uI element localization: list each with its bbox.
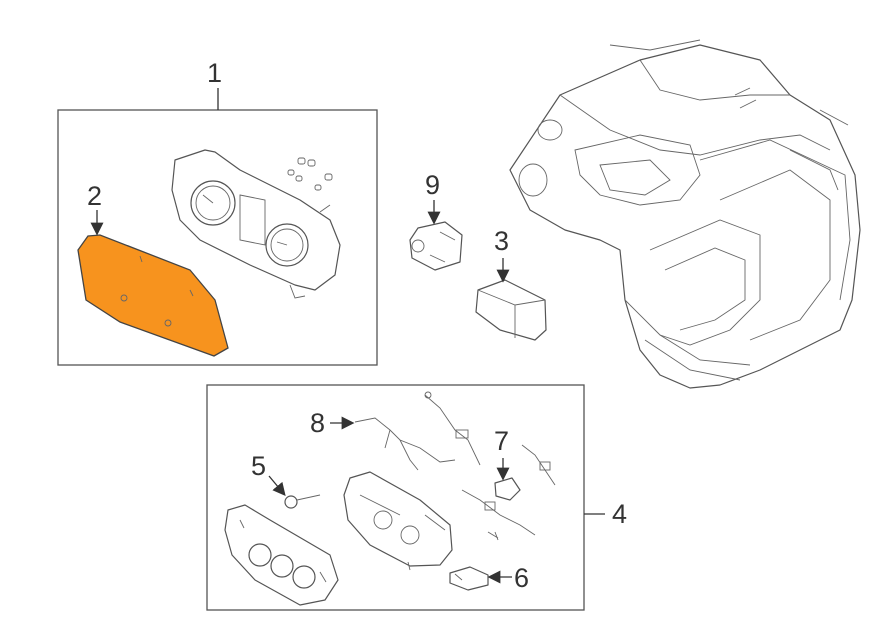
cluster-lens[interactable] [77, 234, 229, 357]
callout-2: 2 [87, 181, 102, 211]
cluster-housing [171, 149, 341, 299]
part-5-sensor[interactable] [284, 494, 321, 509]
callout-1: 1 [207, 58, 222, 88]
part-6-switch[interactable] [449, 566, 489, 591]
callout-4: 4 [612, 499, 627, 529]
part-3-switch[interactable] [475, 279, 547, 341]
callout-3: 3 [494, 226, 509, 256]
climate-bezel [224, 504, 339, 606]
climate-box [206, 384, 585, 611]
callout-8: 8 [310, 408, 325, 438]
callout-9: 9 [425, 170, 440, 200]
cluster-bulbs [287, 157, 333, 191]
climate-wires [461, 444, 556, 539]
dashboard-assembly [509, 39, 861, 389]
callout-7: 7 [494, 426, 509, 456]
callout-6: 6 [514, 563, 529, 593]
callout-5: 5 [251, 451, 266, 481]
part-8-harness [354, 391, 481, 471]
climate-control-unit [343, 471, 499, 571]
part-9-switch[interactable] [409, 221, 463, 271]
